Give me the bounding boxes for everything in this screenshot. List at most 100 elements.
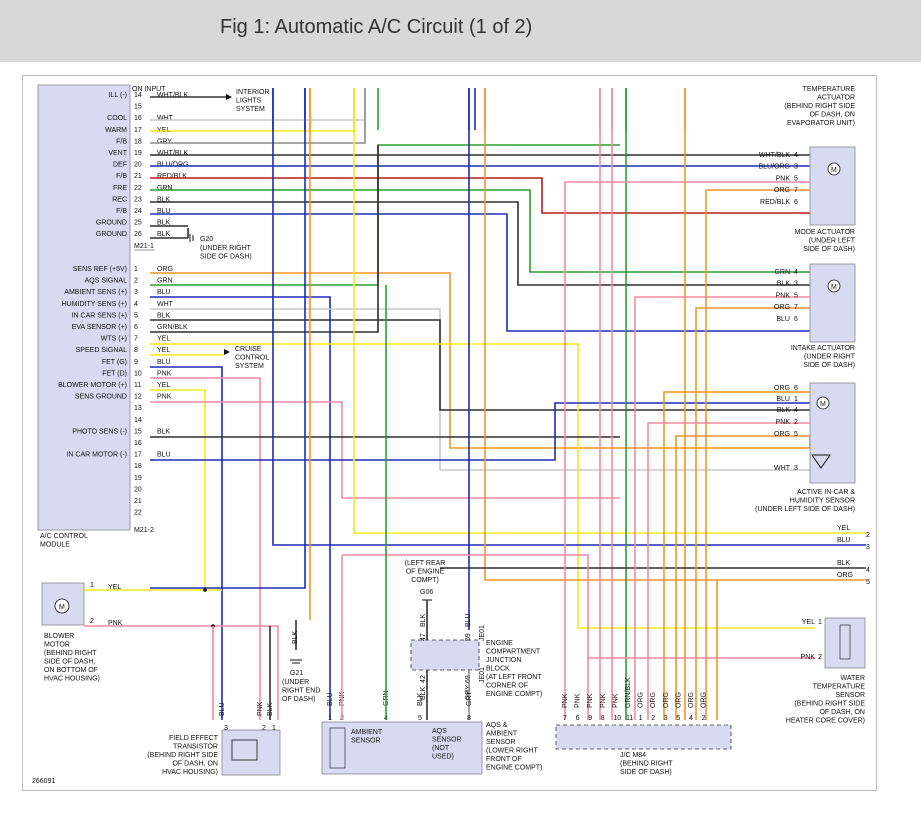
- wire-color-label: WHT/BLK: [759, 152, 790, 159]
- pin-number: 2: [651, 715, 655, 722]
- motor-icon: M: [820, 401, 826, 408]
- wire-color-label: BLK: [157, 312, 171, 319]
- pin-number: 5: [676, 715, 680, 722]
- wire: [484, 88, 866, 581]
- motor-icon: [54, 598, 70, 614]
- pin-number: 6: [794, 199, 798, 206]
- wire-color-label: BLK: [777, 407, 791, 414]
- pin-number: 11: [134, 382, 141, 389]
- g06-note: COMPT): [411, 577, 439, 584]
- wire-color-label: YEL: [157, 382, 170, 389]
- pin-number: 5: [134, 312, 138, 319]
- pin-label: FET (D): [102, 370, 127, 377]
- wire-color-label: YEL: [802, 619, 815, 626]
- pin-number: 8: [467, 715, 471, 722]
- pin-number: 25: [134, 220, 142, 227]
- pin-label: HUMIDITY SENS (+): [62, 301, 127, 308]
- junction-connector-m84: [555, 724, 732, 750]
- temperature-actuator-label: EVAPORATOR UNIT): [787, 120, 855, 127]
- pin-number: 12: [134, 394, 142, 401]
- wire-color-label: BLU: [219, 702, 226, 716]
- pin-number: 21: [134, 173, 142, 180]
- jc-m84-label: J/C M84: [620, 752, 646, 759]
- wire-color-label: BLK: [417, 692, 424, 706]
- pin-number: 6: [794, 316, 798, 323]
- blower-motor-label: HVAC HOUSING): [44, 676, 100, 683]
- g06-label: G06: [420, 589, 433, 596]
- pin-label: SENS GROUND: [75, 394, 127, 401]
- motor-icon: M: [831, 284, 837, 291]
- pin-number: 2: [702, 715, 706, 722]
- pin-label: IN CAR SENS (+): [72, 312, 127, 319]
- pin-number: 4: [689, 715, 693, 722]
- wire: [150, 402, 810, 461]
- wts-label: HEATER CORE COVER): [786, 718, 865, 725]
- g21-label: G21: [290, 670, 303, 677]
- wire-color-label: YEL: [157, 336, 170, 343]
- g06-note: (LEFT REAR: [405, 560, 446, 567]
- module-top-label: ON INPUT: [132, 86, 166, 93]
- pin-number: 5: [794, 292, 798, 299]
- pin-number: 1: [90, 582, 94, 589]
- mode-actuator-label: SIDE OF DASH): [803, 246, 855, 253]
- pin-label: BLOWER MOTOR (+): [58, 382, 127, 389]
- wire: [150, 177, 810, 214]
- pin-number: 19: [134, 150, 142, 157]
- cruise-label: CONTROL: [235, 355, 269, 362]
- pin-number: 22: [134, 510, 142, 517]
- wts-label: (BEHIND RIGHT SIDE: [794, 701, 865, 708]
- pin-number: 1: [639, 715, 643, 722]
- wire-color-label: GRY: [157, 138, 172, 145]
- wire-color-label: BLK: [837, 560, 851, 567]
- fet-label: (BEHIND RIGHT SIDE: [147, 752, 218, 759]
- splice: [203, 588, 207, 592]
- pin-label: WTS (+): [101, 336, 127, 343]
- pin-number: 15: [134, 428, 142, 435]
- g06-note: OF ENGINE: [406, 569, 445, 576]
- wire-color-label: BLU: [465, 613, 472, 627]
- figure-number: 266091: [32, 778, 55, 785]
- pin-label: ILL (-): [109, 92, 127, 99]
- pin-number: 1: [818, 619, 822, 626]
- blower-motor-label: ON BOTTOM OF: [44, 667, 98, 674]
- wire: [150, 319, 810, 411]
- wire-color-label: BLU: [157, 208, 171, 215]
- intake-actuator-label: (UNDER RIGHT: [804, 354, 856, 361]
- wire-color-label: YEL: [837, 525, 850, 532]
- connector-m21-1: M21-1: [134, 243, 154, 250]
- wire: [150, 88, 366, 144]
- pin-number: 4: [794, 269, 798, 276]
- pin-number: 1: [328, 715, 332, 722]
- pin-number: 3: [794, 164, 798, 171]
- pin-number: 23: [134, 196, 142, 203]
- wire: [150, 308, 810, 471]
- pin-number: 8: [134, 347, 138, 354]
- temperature-actuator-label: TEMPERATURE: [803, 86, 856, 93]
- wire-color-label: RED/BLK: [760, 199, 790, 206]
- pin-number: 3: [664, 715, 668, 722]
- wire-color-label: BLK: [420, 686, 427, 700]
- wire: [150, 401, 620, 499]
- thermistor-icon: [839, 624, 851, 660]
- thermistor-icon: [329, 727, 346, 769]
- wire: [150, 389, 206, 588]
- wire-color-label: BLK: [157, 428, 171, 435]
- wire-color-label: ORG: [837, 572, 853, 579]
- wire: [272, 88, 866, 546]
- module-name: A/C CONTROL: [40, 533, 88, 540]
- pin-number: 19: [134, 475, 142, 482]
- wts-label: TEMPERATURE: [813, 684, 866, 691]
- wire-color-label: PNK: [562, 693, 569, 708]
- interior-lights-label: INTERIOR: [236, 89, 269, 96]
- pin-number: 21: [134, 498, 142, 505]
- aqs-label: SENSOR: [486, 739, 516, 746]
- mode-actuator-label: MODE ACTUATOR: [795, 229, 855, 236]
- wire-color-label: ORG: [675, 692, 682, 708]
- pin-number: 1: [272, 725, 276, 732]
- ambient-sensor-label: SENSOR: [351, 738, 381, 745]
- intake-actuator-label: SIDE OF DASH): [803, 362, 855, 369]
- aqs-ambient-sensor: [321, 721, 483, 775]
- wire-color-label: BLU: [157, 359, 171, 366]
- wire-color-label: YEL: [108, 584, 121, 591]
- aqs-label: AMBIENT: [486, 731, 518, 738]
